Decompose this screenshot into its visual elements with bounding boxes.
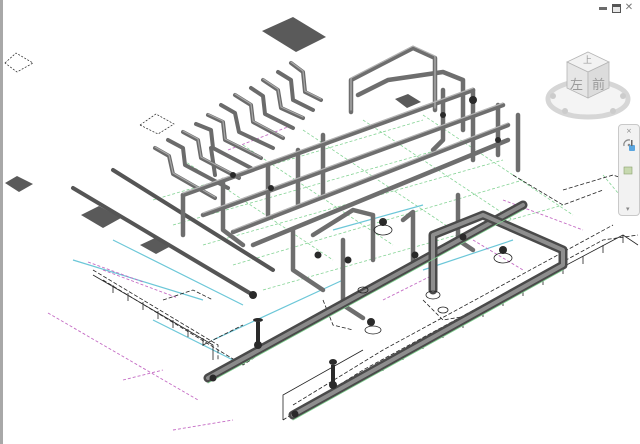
steering-wheel-icon[interactable] [622,138,636,152]
restore-icon [611,3,621,13]
main-pipes-left [71,168,275,297]
floor-drains [357,224,513,335]
minimize-button[interactable] [598,3,608,13]
minimize-icon [599,6,607,10]
navbar-close-icon[interactable]: × [626,127,632,135]
foundation-walls [92,234,639,420]
viewcube-front-face[interactable] [587,61,610,99]
viewcube[interactable]: 上 左 前 [543,44,633,122]
viewcube-graphic [545,51,631,120]
viewcube-left-label: 左 [570,78,584,93]
zoom-icon[interactable] [623,165,635,175]
viewcube-front-label: 前 [592,78,606,93]
piping-model[interactable] [3,0,640,444]
compass-west-marker[interactable] [550,93,556,99]
magenta-lines [47,124,584,431]
compass-north-marker[interactable] [610,108,616,114]
viewcube-top-label: 上 [583,56,593,66]
upper-rack-highlight [182,45,509,231]
floor-plates [5,17,421,254]
restore-button[interactable] [611,3,621,13]
close-button[interactable]: ✕ [624,3,634,13]
branch-pipes-highlight [154,61,322,198]
compass-south-marker[interactable] [562,108,568,114]
valves [209,96,507,418]
dashed-outlines [4,52,175,135]
close-icon: ✕ [624,2,634,13]
navbar-options-icon[interactable]: ▾ [626,205,630,213]
compass-east-marker[interactable] [620,93,626,99]
window-controls: ✕ [598,3,634,13]
navigation-bar: × ▾ [618,124,640,216]
main-headers [203,200,568,421]
